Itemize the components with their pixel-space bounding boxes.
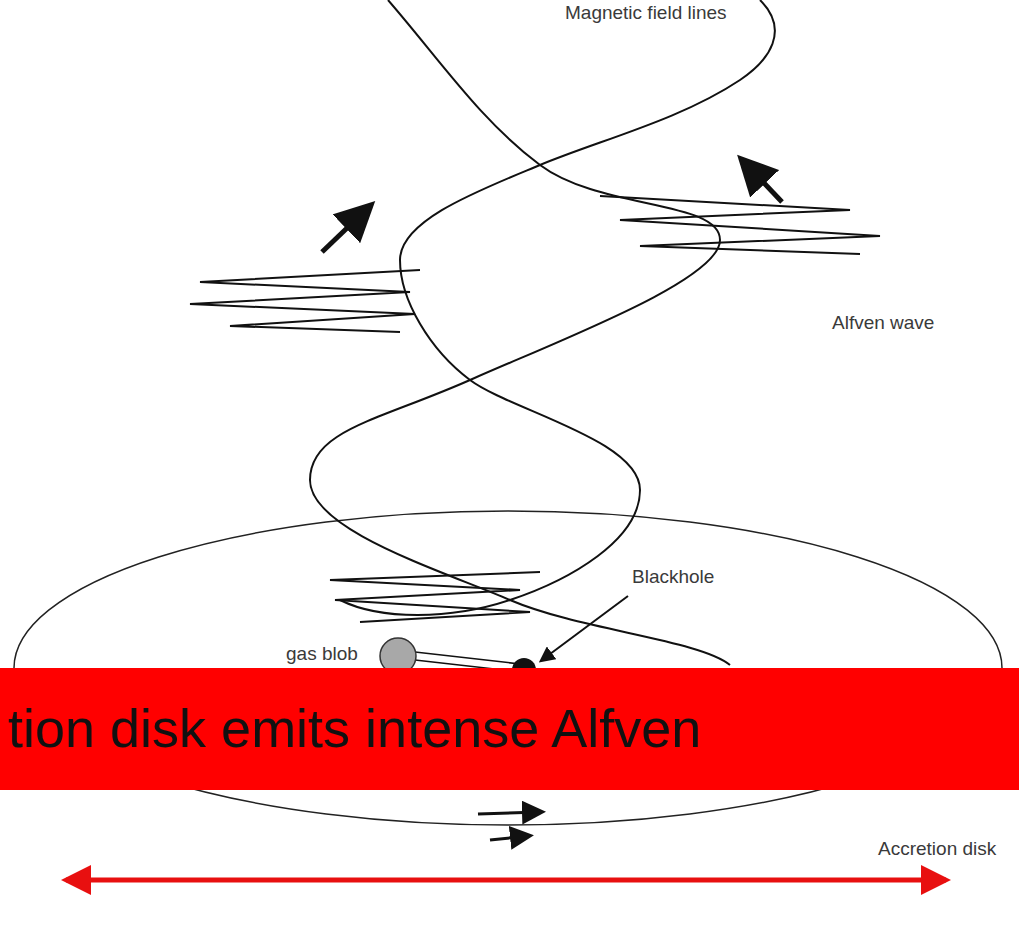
annotation-label: Magnetic field lines — [565, 2, 727, 24]
annotation-label: Accretion disk — [878, 838, 996, 860]
wave-arrow — [744, 162, 782, 202]
field-line — [310, 0, 730, 665]
leader-line — [542, 596, 628, 660]
alfven-zigzag — [600, 196, 880, 254]
field-line — [340, 0, 775, 615]
width-arrow — [66, 878, 946, 883]
wave-arrow — [322, 208, 368, 252]
alfven-zigzag — [190, 270, 420, 332]
annotation-label: Alfven wave — [832, 312, 934, 334]
banner-text: tion disk emits intense Alfven — [0, 699, 701, 758]
rotation-arrow — [490, 836, 528, 840]
alfven-zigzag — [330, 572, 540, 622]
annotation-label: Blackhole — [632, 566, 714, 588]
rotation-arrow — [478, 812, 540, 814]
caption-banner: tion disk emits intense Alfven — [0, 668, 1019, 790]
annotation-label: gas blob — [286, 643, 358, 665]
